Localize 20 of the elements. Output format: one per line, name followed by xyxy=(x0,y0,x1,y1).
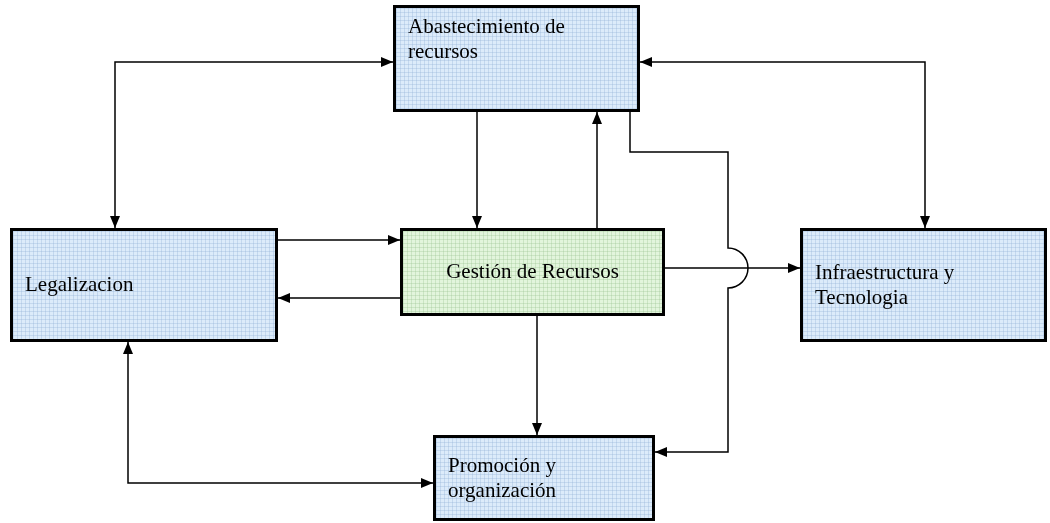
arrow xyxy=(629,111,749,457)
node-label: Infraestructura y Tecnologia xyxy=(815,259,956,311)
node-label: Promoción y organización xyxy=(448,452,558,504)
arrow xyxy=(664,263,801,273)
process-box xyxy=(433,435,655,521)
node-label: Legalizacion xyxy=(25,272,134,298)
process-box xyxy=(800,228,1047,342)
arrow xyxy=(639,57,930,229)
arrow xyxy=(277,293,401,303)
arrow xyxy=(123,341,434,488)
process-box xyxy=(393,5,640,112)
process-box xyxy=(10,228,278,342)
arrow xyxy=(110,57,394,229)
node-label: Gestión de Recursos xyxy=(446,259,619,285)
arrow xyxy=(277,235,401,245)
arrow xyxy=(592,111,602,229)
arrow xyxy=(472,111,482,229)
arrow xyxy=(532,315,542,436)
node-label: Abastecimiento de recursos xyxy=(408,14,566,65)
process-box xyxy=(400,228,665,316)
